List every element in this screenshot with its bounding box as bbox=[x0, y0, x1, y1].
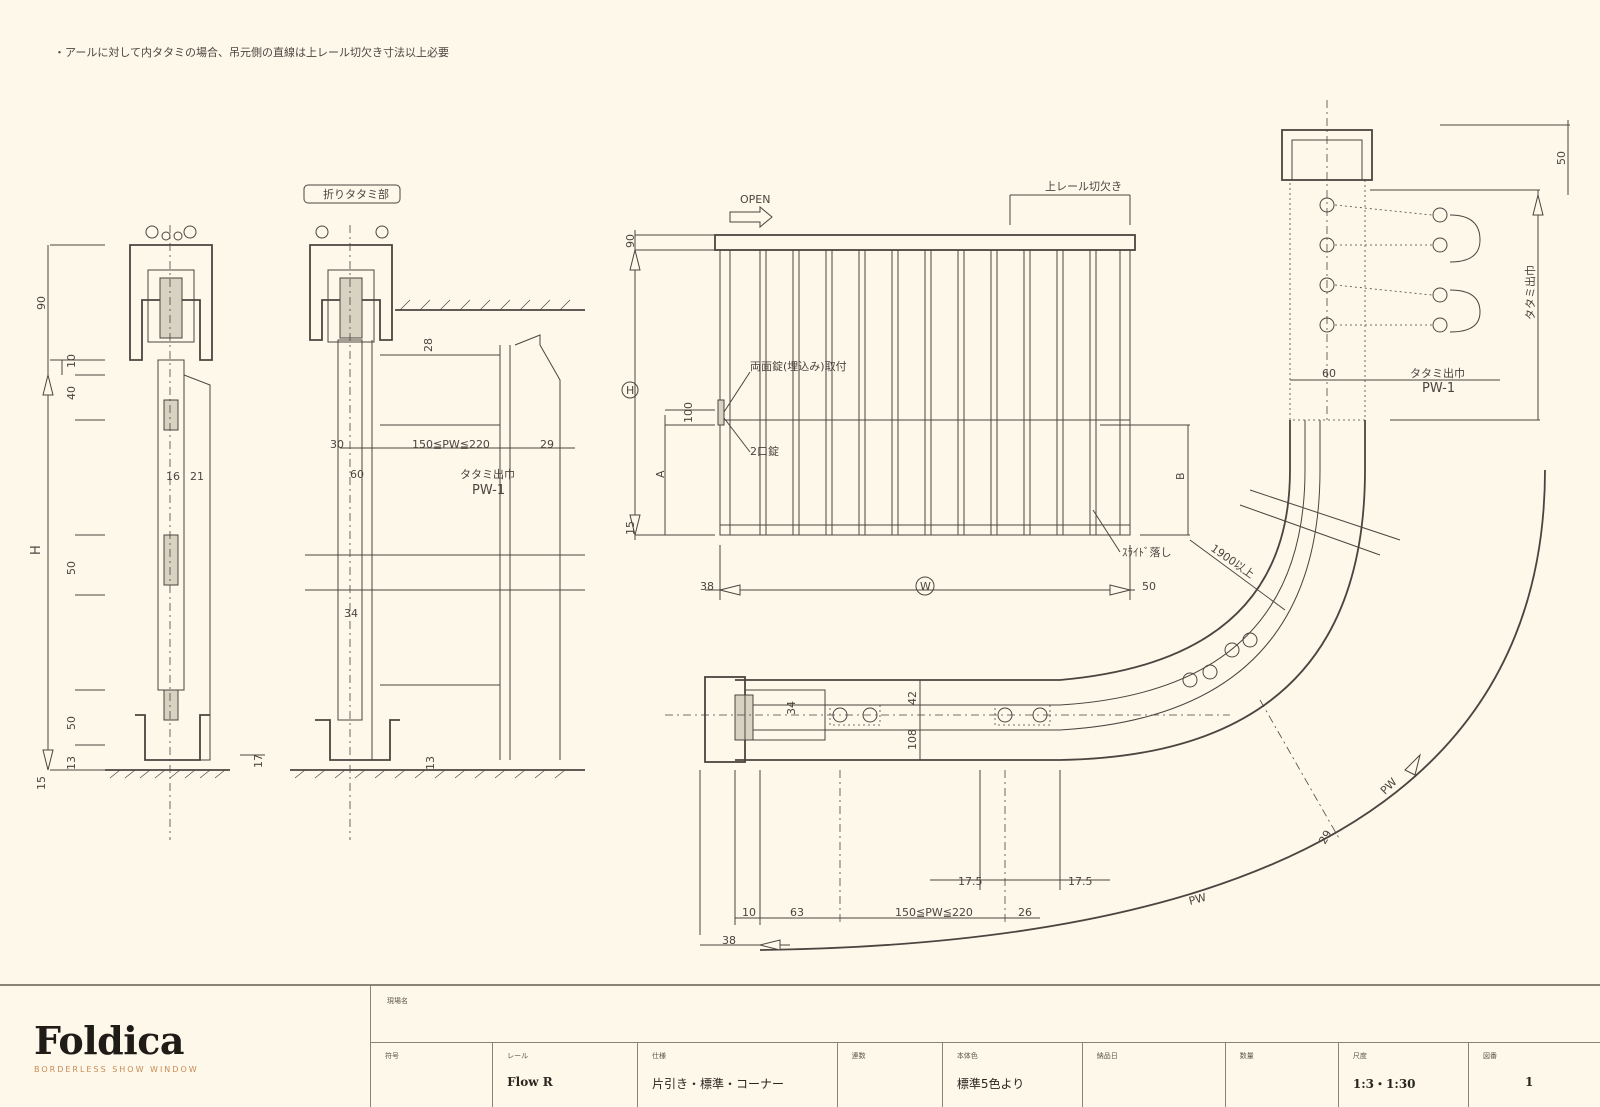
dim-a: A bbox=[654, 470, 667, 478]
title-block-row: 符号 レール Flow R 仕様 片引き・標準・コーナー 連数 本体色 標準5色… bbox=[370, 1042, 1600, 1107]
cell-label: 符号 bbox=[385, 1052, 399, 1060]
dim-h-left: H bbox=[29, 545, 44, 555]
dim-26: 26 bbox=[1018, 906, 1032, 919]
brand-subtitle: BORDERLESS SHOW WINDOW bbox=[34, 1065, 199, 1074]
section-vertical-1: 90 10 40 H 50 50 13 15 17 16 21 bbox=[29, 225, 265, 840]
cell-label: 図番 bbox=[1482, 1052, 1497, 1060]
cell-value: 片引き・標準・コーナー bbox=[652, 1077, 785, 1091]
dim-29-plan: 29 bbox=[1316, 828, 1334, 847]
cell-value: Flow R bbox=[507, 1075, 553, 1089]
dim-21: 21 bbox=[190, 470, 204, 483]
brand-logo: Foldica BORDERLESS SHOW WINDOW bbox=[34, 1018, 199, 1074]
title-block: Foldica BORDERLESS SHOW WINDOW 現場名 符号 レー… bbox=[0, 984, 1600, 1107]
dim-50-plan: 50 bbox=[1555, 151, 1568, 165]
dim-30: 30 bbox=[330, 438, 344, 451]
dim-10-left: 10 bbox=[65, 354, 78, 368]
open-label: OPEN bbox=[740, 193, 770, 206]
dim-40-left: 40 bbox=[65, 386, 78, 400]
dim-b: B bbox=[1174, 472, 1187, 480]
dim-pw-range-plan: 150≦PW≦220 bbox=[895, 906, 973, 919]
dim-29: 29 bbox=[540, 438, 554, 451]
elevation: OPEN 上レール切欠き 両面錠(埋込み)取付 2口錠 ｽﾗｲﾄﾞ落し B bbox=[621, 179, 1190, 600]
dim-17-5-b: 17.5 bbox=[1068, 875, 1093, 888]
cell-value: 1 bbox=[1524, 1075, 1534, 1089]
circle-h: H bbox=[626, 384, 634, 397]
cell-color: 本体色 標準5色より bbox=[941, 1043, 1082, 1107]
dim-90-left: 90 bbox=[35, 296, 48, 310]
cell-rail: レール Flow R bbox=[492, 1043, 637, 1107]
cell-spec: 仕様 片引き・標準・コーナー bbox=[637, 1043, 837, 1107]
cell-code: 符号 bbox=[370, 1043, 492, 1107]
dim-13b: 13 bbox=[424, 756, 437, 770]
dim-38-elev: 38 bbox=[700, 580, 714, 593]
cell-label: 納品日 bbox=[1096, 1052, 1118, 1060]
cell-label: 連数 bbox=[851, 1052, 866, 1060]
cell-drawing-no: 図番 1 bbox=[1467, 1043, 1600, 1107]
cell-label: 数量 bbox=[1239, 1052, 1254, 1060]
cell-quantity: 数量 bbox=[1224, 1043, 1338, 1107]
pw1-plan: PW-1 bbox=[1422, 381, 1455, 396]
dim-42: 42 bbox=[906, 691, 919, 705]
dim-34-plan: 34 bbox=[785, 701, 798, 715]
dim-50-mid: 50 bbox=[65, 561, 78, 575]
dim-108: 108 bbox=[906, 729, 919, 750]
technical-drawing: 90 10 40 H 50 50 13 15 17 16 21 折りタタミ部 bbox=[29, 100, 1570, 951]
cell-value: 標準5色より bbox=[956, 1077, 1025, 1091]
fold-exit-left: タタミ出巾 bbox=[460, 467, 515, 481]
dim-100: 100 bbox=[682, 402, 695, 423]
cell-label: 本体色 bbox=[956, 1052, 978, 1060]
dim-15b: 15 bbox=[624, 521, 637, 535]
fold-exit-vertical: タタミ出巾 bbox=[1523, 265, 1537, 320]
lock-label-2: 2口錠 bbox=[750, 444, 779, 458]
dim-38-plan: 38 bbox=[722, 934, 736, 947]
dim-15-left: 15 bbox=[35, 776, 48, 790]
dim-13-left: 13 bbox=[65, 756, 78, 770]
fold-exit-plan: タタミ出巾 bbox=[1410, 366, 1465, 380]
dim-17-5-a: 17.5 bbox=[958, 875, 983, 888]
cell-count: 連数 bbox=[836, 1043, 942, 1107]
pw-arc-inner: PW bbox=[1187, 891, 1207, 908]
cell-delivery: 納品日 bbox=[1081, 1043, 1225, 1107]
drop-label: ｽﾗｲﾄﾞ落し bbox=[1122, 546, 1172, 559]
cell-scale: 尺度 1:3・1:30 bbox=[1337, 1043, 1468, 1107]
circle-w: W bbox=[920, 580, 931, 593]
project-label: 現場名 bbox=[387, 997, 408, 1005]
dim-16: 16 bbox=[166, 470, 180, 483]
pw1-left: PW-1 bbox=[472, 483, 505, 498]
drawing-note: ・アールに対して内タタミの場合、吊元側の直線は上レール切欠き寸法以上必要 bbox=[54, 46, 450, 59]
brand-name: Foldica bbox=[34, 1018, 184, 1063]
dim-60: 60 bbox=[350, 468, 364, 481]
fold-label: 折りタタミ部 bbox=[323, 187, 389, 201]
lock-label: 両面錠(埋込み)取付 bbox=[750, 359, 847, 373]
project-field: 現場名 bbox=[370, 986, 1600, 1042]
dim-50-low: 50 bbox=[65, 716, 78, 730]
pw-arc-outer: PW bbox=[1378, 775, 1400, 797]
cell-value: 1:3・1:30 bbox=[1352, 1077, 1416, 1091]
dim-90-elev: 90 bbox=[624, 234, 637, 248]
dim-50-elev: 50 bbox=[1142, 580, 1156, 593]
cell-label: 仕様 bbox=[652, 1052, 667, 1060]
dim-34: 34 bbox=[344, 607, 358, 620]
cell-label: レール bbox=[507, 1052, 529, 1060]
dim-60-plan: 60 bbox=[1322, 367, 1336, 380]
cell-label: 尺度 bbox=[1352, 1052, 1367, 1060]
r-label: 1900以上 bbox=[1208, 542, 1256, 581]
dim-10-plan: 10 bbox=[742, 906, 756, 919]
rail-cut-label: 上レール切欠き bbox=[1045, 179, 1122, 193]
dim-28: 28 bbox=[422, 338, 435, 352]
dim-pw-range-left: 150≦PW≦220 bbox=[412, 438, 490, 451]
dim-63: 63 bbox=[790, 906, 804, 919]
dim-17-left: 17 bbox=[252, 754, 265, 768]
section-fold: 折りタタミ部 30 150≦PW≦220 29 60 タタミ出巾 PW-1 28… bbox=[290, 184, 585, 840]
